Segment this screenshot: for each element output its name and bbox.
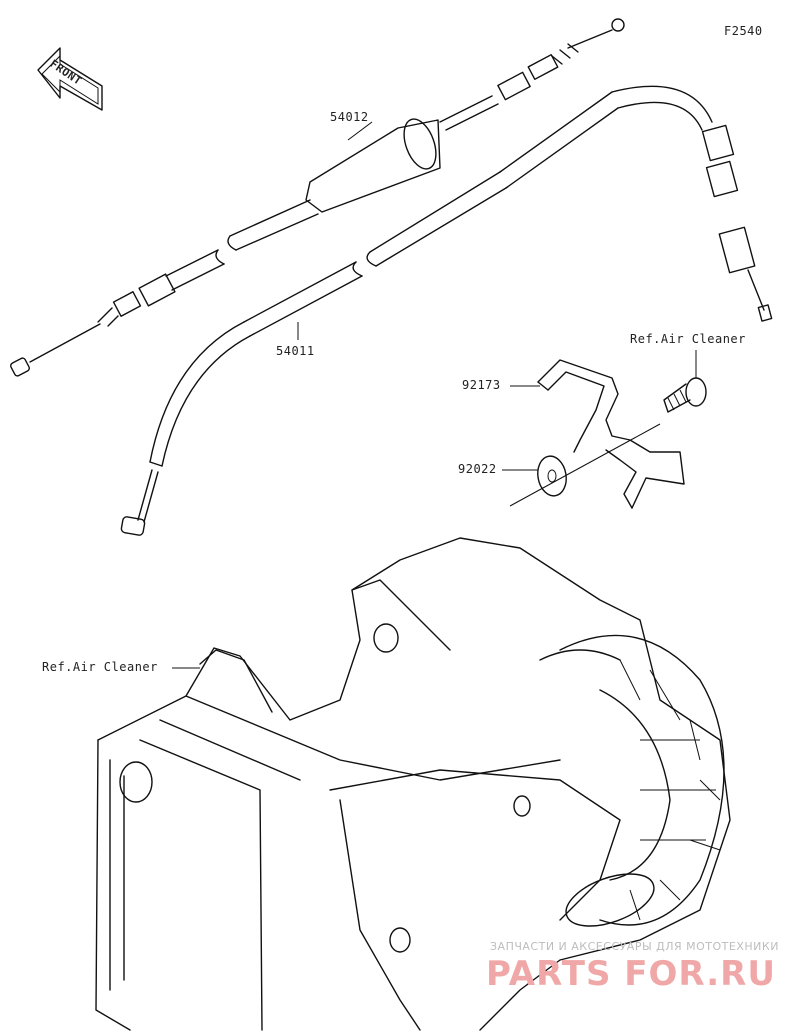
washer-92022	[537, 455, 567, 497]
clip-92173	[537, 359, 685, 509]
ref-air-cleaner-left: Ref.Air Cleaner	[42, 660, 158, 674]
cable-54011	[120, 85, 773, 536]
screw-part	[663, 377, 707, 413]
part-label-54012: 54012	[330, 110, 369, 124]
part-label-92022: 92022	[458, 462, 497, 476]
ref-air-cleaner-top: Ref.Air Cleaner	[630, 332, 746, 346]
part-label-54011: 54011	[276, 344, 315, 358]
front-arrow-icon	[37, 47, 103, 111]
cable-54012	[10, 18, 625, 377]
watermark-brand: PARTS FOR.RU	[486, 954, 776, 994]
leader-54012	[347, 121, 373, 141]
figure-code: F2540	[724, 24, 763, 38]
watermark-tagline: ЗАПЧАСТИ И АКСЕССУАРЫ ДЛЯ МОТОТЕХНИКИ	[490, 940, 779, 953]
part-label-92173: 92173	[462, 378, 501, 392]
air-cleaner-housing	[95, 537, 731, 1031]
